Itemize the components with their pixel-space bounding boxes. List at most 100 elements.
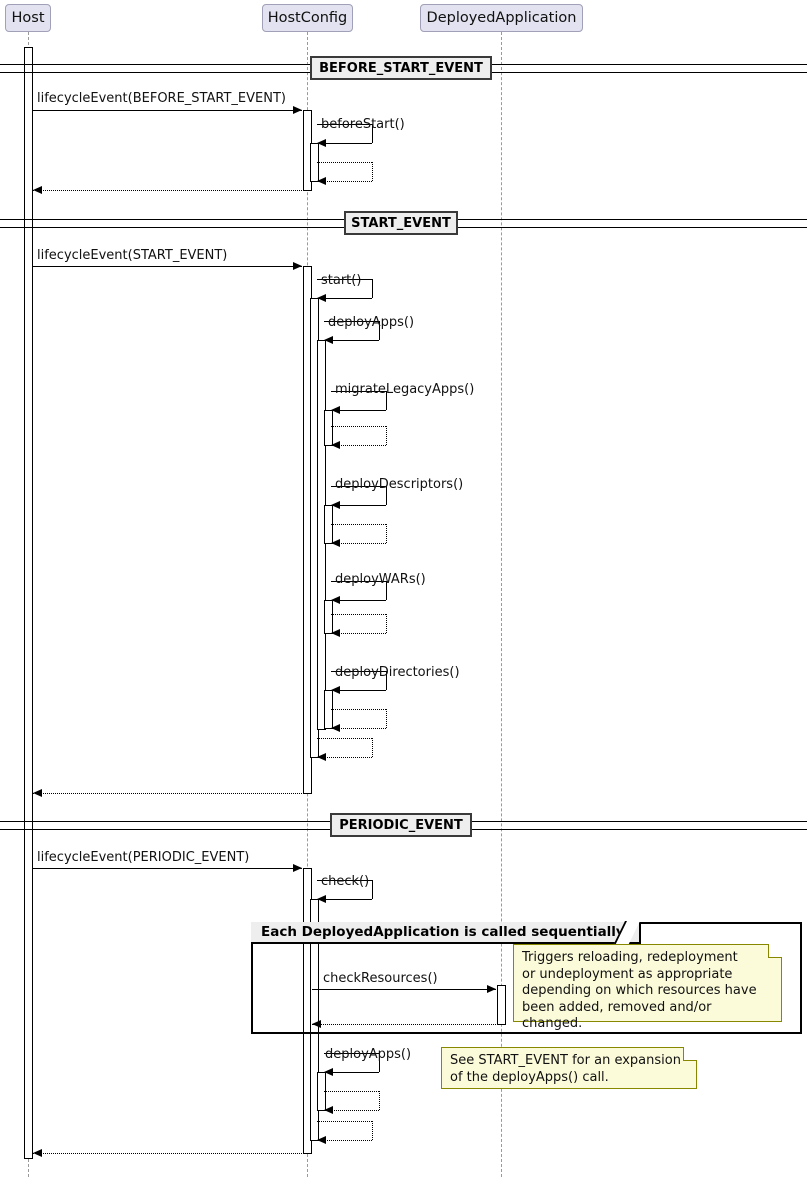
msg-line-lifecycleEvent-before-start (33, 110, 302, 111)
msg-self-top-migrateLegacyApps (331, 391, 386, 392)
act-host-main (24, 47, 33, 1159)
msg-arrowhead-deployApps-periodic (324, 1068, 333, 1076)
msg-self-side-check-inner-return (372, 1121, 373, 1140)
participant-config[interactable]: HostConfig (262, 4, 353, 32)
msg-arrowhead-deployWARs-return (331, 629, 340, 637)
msg-label-deployDescriptors: deployDescriptors() (335, 477, 464, 492)
msg-self-side-deployApps (379, 321, 380, 340)
msg-self-top-deployDescriptors (331, 486, 386, 487)
msg-arrowhead-migrateLegacyApps-return (331, 441, 340, 449)
msg-line-periodic-return (33, 1153, 302, 1154)
msg-self-top-deployDirectories (331, 671, 386, 672)
msg-self-bottom-deployApps (324, 340, 379, 341)
msg-arrowhead-deployApps-return (317, 753, 326, 761)
msg-self-top-deployApps (324, 321, 379, 322)
msg-self-bottom-deployApps-periodic (324, 1072, 379, 1073)
msg-label-deployDirectories: deployDirectories() (335, 665, 460, 680)
msg-arrowhead-deployApps-periodic-return (324, 1106, 333, 1114)
participant-label-deployed: DeployedApplication (426, 10, 577, 26)
msg-self-side-check (372, 880, 373, 899)
msg-self-bottom-deployWARs-return (331, 633, 386, 634)
msg-arrowhead-deployDirectories (331, 686, 340, 694)
msg-arrowhead-start-return (33, 789, 42, 797)
msg-arrowhead-migrateLegacyApps (331, 406, 340, 414)
msg-self-top-deployDescriptors-return (331, 524, 386, 525)
msg-arrowhead-beforeStart-return (317, 177, 326, 185)
note-deploy-apps: See START_EVENT for an expansion of the … (441, 1047, 697, 1089)
note-deploy-apps-fold-icon (683, 1047, 697, 1061)
msg-arrowhead-beforeStart (317, 139, 326, 147)
msg-arrowhead-lifecycleEvent-before-start (293, 106, 302, 114)
msg-self-side-beforeStart-return (372, 162, 373, 181)
msg-self-top-deployApps-return (317, 738, 372, 739)
msg-self-top-migrateLegacyApps-return (331, 426, 386, 427)
msg-label-beforeStart: beforeStart() (321, 117, 405, 132)
each-deployed-application-group-header: Each DeployedApplication is called seque… (251, 921, 641, 944)
msg-arrowhead-check-inner-return (317, 1136, 326, 1144)
msg-self-top-start (317, 279, 372, 280)
participant-label-host: Host (11, 10, 45, 26)
msg-line-lifecycleEvent-periodic (33, 868, 302, 869)
msg-arrowhead-check (317, 895, 326, 903)
act-wars (324, 600, 333, 634)
msg-self-bottom-deployApps-periodic-return (324, 1110, 379, 1111)
msg-self-bottom-check (317, 899, 372, 900)
msg-label-migrateLegacyApps: migrateLegacyApps() (335, 382, 475, 397)
msg-arrowhead-start (317, 294, 326, 302)
msg-arrowhead-checkResources (487, 985, 496, 993)
msg-label-lifecycleEvent-start: lifecycleEvent(START_EVENT) (37, 248, 228, 263)
msg-self-side-deployWARs (386, 581, 387, 600)
msg-arrowhead-periodic-return (33, 1149, 42, 1157)
participant-label-config: HostConfig (267, 10, 348, 26)
msg-label-deployApps: deployApps() (328, 315, 415, 330)
msg-self-side-beforeStart (372, 124, 373, 143)
msg-self-top-deployWARs-return (331, 614, 386, 615)
msg-self-side-deployDirectories (386, 671, 387, 690)
msg-label-deployWARs: deployWARs() (335, 572, 426, 587)
msg-line-lifecycleEvent-start (33, 266, 302, 267)
msg-self-top-beforeStart (317, 124, 372, 125)
each-deployed-application-group-label: Each DeployedApplication is called seque… (261, 924, 625, 940)
msg-self-side-deployWARs-return (386, 614, 387, 633)
participant-host[interactable]: Host (5, 4, 51, 32)
msg-self-bottom-deployWARs (331, 600, 386, 601)
msg-self-side-deployApps-periodic-return (379, 1091, 380, 1110)
msg-self-side-deployApps-periodic (379, 1053, 380, 1072)
msg-self-bottom-check-inner-return (317, 1140, 372, 1141)
msg-label-lifecycleEvent-periodic: lifecycleEvent(PERIODIC_EVENT) (37, 850, 250, 865)
divider-label-2: PERIODIC_EVENT (330, 813, 472, 837)
msg-arrowhead-lifecycleEvent-start (293, 262, 302, 270)
msg-arrowhead-deployDescriptors-return (331, 539, 340, 547)
msg-arrowhead-deployDirectories-return (331, 724, 340, 732)
msg-self-side-deployDirectories-return (386, 709, 387, 728)
msg-self-top-deployWARs (331, 581, 386, 582)
msg-self-side-migrateLegacyApps (386, 391, 387, 410)
msg-label-lifecycleEvent-before-start: lifecycleEvent(BEFORE_START_EVENT) (37, 91, 286, 106)
msg-self-top-check (317, 880, 372, 881)
msg-self-side-migrateLegacyApps-return (386, 426, 387, 445)
note-check-resources: Triggers reloading, redeployment or unde… (513, 944, 782, 1031)
msg-line-before-start-return (33, 190, 302, 191)
msg-arrowhead-checkResources-return (312, 1020, 321, 1028)
msg-self-bottom-deployApps-return (317, 757, 372, 758)
note-deploy-apps-text: See START_EVENT for an expansion of the … (450, 1053, 681, 1085)
msg-self-side-start (372, 279, 373, 298)
msg-self-side-deployDescriptors (386, 486, 387, 505)
msg-arrowhead-deployApps (324, 336, 333, 344)
note-check-resources-fold-icon (768, 944, 782, 958)
msg-arrowhead-lifecycleEvent-periodic (293, 864, 302, 872)
msg-self-bottom-migrateLegacyApps (331, 410, 386, 411)
msg-line-checkResources (312, 989, 496, 990)
msg-self-top-deployApps-periodic (324, 1053, 379, 1054)
note-check-resources-text: Triggers reloading, redeployment or unde… (522, 950, 757, 1031)
msg-self-bottom-deployDirectories-return (331, 728, 386, 729)
msg-self-top-check-inner-return (317, 1121, 372, 1122)
msg-self-bottom-deployDirectories (331, 690, 386, 691)
msg-label-checkResources: checkResources() (323, 971, 438, 986)
msg-self-bottom-migrateLegacyApps-return (331, 445, 386, 446)
msg-self-bottom-beforeStart-return (317, 181, 372, 182)
msg-self-side-deployDescriptors-return (386, 524, 387, 543)
participant-deployed[interactable]: DeployedApplication (420, 4, 583, 32)
msg-self-top-deployDirectories-return (331, 709, 386, 710)
